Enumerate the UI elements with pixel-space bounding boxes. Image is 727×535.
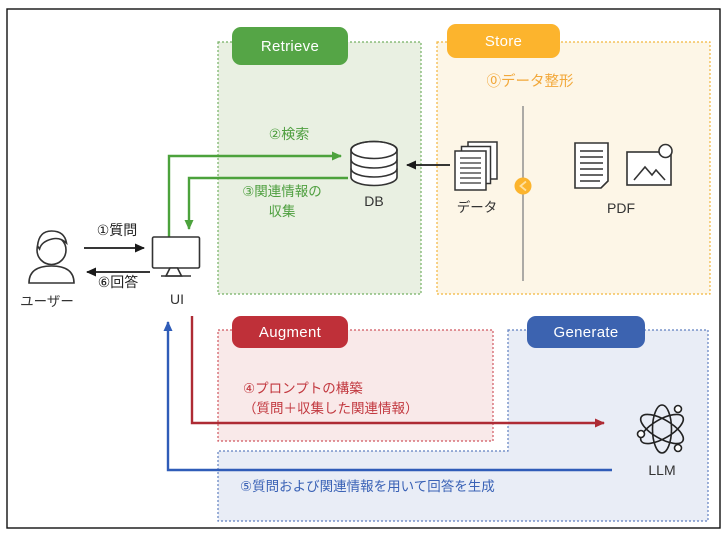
image-icon [626, 143, 673, 186]
monitor-icon [151, 236, 201, 277]
store-section-button: Store [447, 24, 560, 58]
step0-data-shaping-label: ⓪データ整形 [486, 74, 574, 90]
llm-label: LLM [648, 462, 676, 478]
pdf-label: PDF [607, 200, 635, 216]
arrow-search-ui-to-db [167, 151, 342, 239]
step2-search-label: ②検索 [268, 126, 310, 142]
user-icon [28, 230, 75, 284]
database-icon [350, 140, 398, 187]
documents-icon [454, 141, 498, 191]
step1-question-label: ①質問 [96, 222, 138, 238]
outer-border [6, 8, 721, 529]
pdf-document-icon [574, 142, 609, 189]
generate-section-button: Generate [527, 316, 645, 348]
data-label: データ [456, 200, 498, 215]
atom-icon [636, 404, 685, 454]
augment-section-button: Augment [232, 316, 348, 348]
arrow-results-db-to-ui [184, 176, 348, 230]
ui-label: UI [170, 291, 184, 307]
arrow-prompt-ui-to-llm [190, 316, 605, 428]
user-label: ユーザー [20, 294, 74, 309]
step4-build-prompt-label: ④プロンプトの構築 （質問＋収集した関連情報） [243, 381, 419, 416]
generate-box [217, 329, 709, 522]
db-label: DB [364, 193, 384, 209]
step5-generate-answer-label: ⑤質問および関連情報を用いて回答を生成 [240, 479, 495, 494]
arrow-generate-llm-to-ui [163, 321, 612, 472]
pipeline-marker-icon [514, 177, 532, 195]
step6-answer-label: ⑥回答 [97, 274, 139, 290]
step3-collect-info-label: ③関連情報の 収集 [242, 184, 322, 219]
store-pipeline-line [514, 106, 532, 281]
retrieve-section-button: Retrieve [232, 27, 348, 65]
